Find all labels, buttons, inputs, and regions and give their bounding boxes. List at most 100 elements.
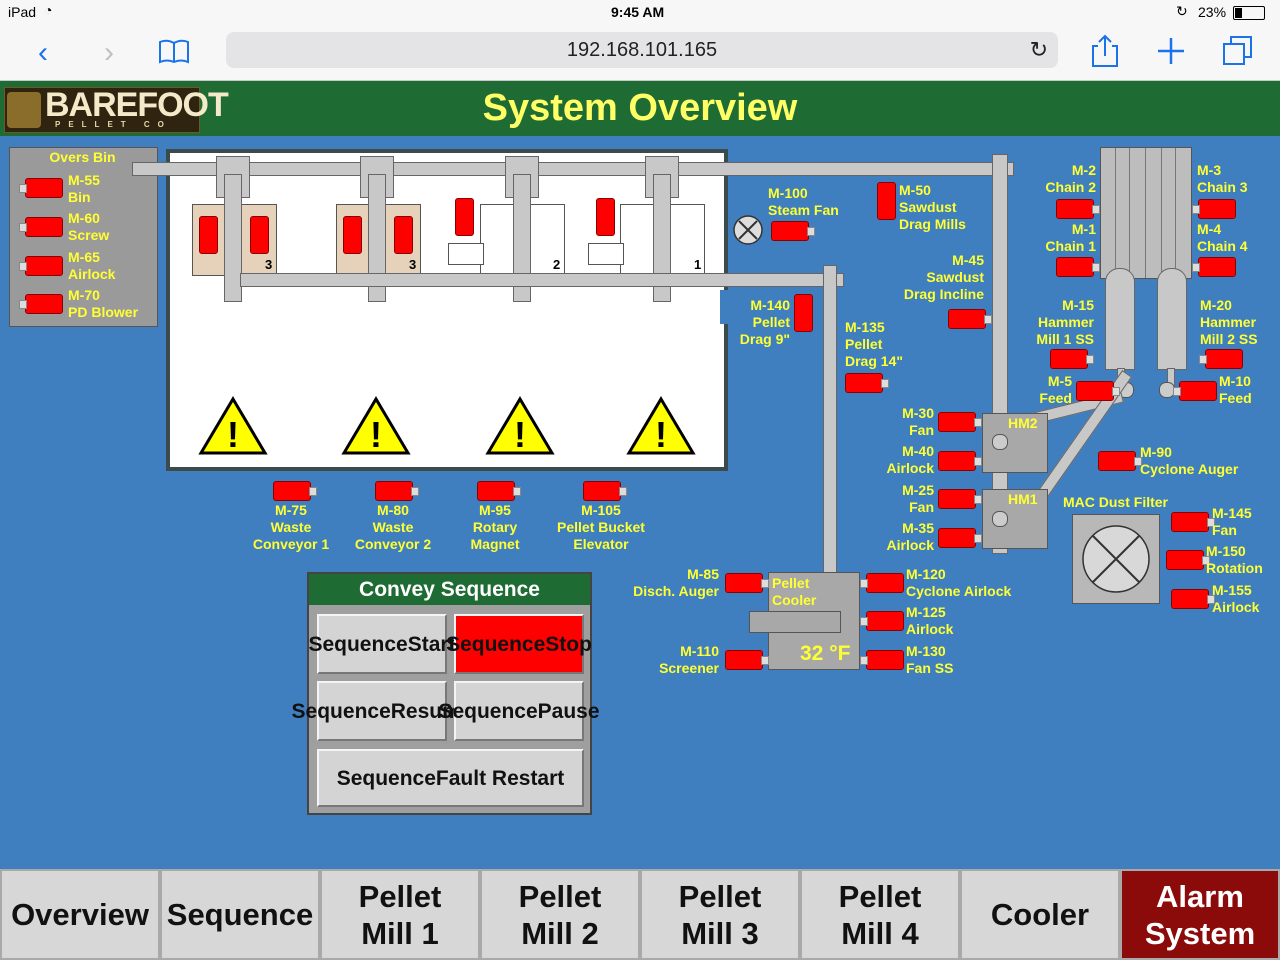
- motor-m50[interactable]: [877, 182, 896, 220]
- motor-m125[interactable]: [860, 611, 904, 631]
- hammer-mill-chains: [1100, 147, 1192, 279]
- motor-m120[interactable]: [860, 573, 904, 593]
- motor-m100[interactable]: [771, 221, 815, 241]
- page-title: System Overview: [482, 87, 798, 129]
- motor-m3[interactable]: [1192, 199, 1236, 219]
- url-text: 192.168.101.165: [566, 39, 718, 61]
- motor-m155[interactable]: [1171, 589, 1215, 609]
- motor-m150[interactable]: [1166, 550, 1210, 570]
- mac-dust-filter-label: MAC Dust Filter: [1063, 494, 1168, 510]
- motor-m65[interactable]: [19, 256, 63, 276]
- pellet-drag-pipe: [240, 273, 844, 287]
- tab-overview[interactable]: Overview: [0, 869, 160, 960]
- motor-m75[interactable]: [273, 481, 317, 501]
- motor-m10[interactable]: [1173, 381, 1217, 401]
- motor-m5[interactable]: [1076, 381, 1120, 401]
- mill-number: 2: [553, 257, 561, 272]
- reload-icon[interactable]: ↻: [1029, 37, 1048, 62]
- motor-m135[interactable]: [845, 373, 889, 393]
- wifi-icon: ◔: [44, 2, 53, 18]
- convey-sequence-title: Convey Sequence: [309, 574, 590, 605]
- bookmarks-icon[interactable]: [158, 38, 190, 64]
- svg-text:!: !: [370, 414, 382, 455]
- tab-sequence[interactable]: Sequence: [160, 869, 320, 960]
- motor-m15[interactable]: [1050, 349, 1094, 369]
- motor-m105[interactable]: [583, 481, 627, 501]
- mill-motor[interactable]: [455, 198, 474, 236]
- motor-m4[interactable]: [1192, 257, 1236, 277]
- device-name: iPad: [8, 4, 37, 20]
- forward-icon[interactable]: ›: [104, 36, 114, 69]
- back-icon[interactable]: ‹: [38, 36, 48, 69]
- motor-m1[interactable]: [1056, 257, 1100, 277]
- mill-motor[interactable]: [394, 216, 413, 254]
- tab-cooler[interactable]: Cooler: [960, 869, 1120, 960]
- tabs-icon[interactable]: [1222, 34, 1254, 66]
- motor-m145[interactable]: [1171, 512, 1215, 532]
- battery-icon: [1233, 6, 1265, 20]
- motor-m140[interactable]: [794, 294, 813, 332]
- motor-m70[interactable]: [19, 294, 63, 314]
- svg-text:!: !: [655, 414, 667, 455]
- sawdust-drag-pipe: [132, 162, 1014, 176]
- motor-m40[interactable]: [938, 451, 982, 471]
- mill-motor[interactable]: [596, 198, 615, 236]
- share-icon[interactable]: [1090, 34, 1120, 68]
- motor-m55[interactable]: [19, 178, 63, 198]
- mill-motor[interactable]: [199, 216, 218, 254]
- address-bar[interactable]: 192.168.101.165 ↻: [226, 32, 1058, 68]
- motor-m20[interactable]: [1199, 349, 1243, 369]
- motor-m90[interactable]: [1098, 451, 1142, 471]
- motor-m95[interactable]: [477, 481, 521, 501]
- new-tab-icon[interactable]: [1156, 36, 1186, 66]
- motor-m110[interactable]: [725, 650, 769, 670]
- motor-m45[interactable]: [948, 309, 992, 329]
- motor-m130[interactable]: [860, 650, 904, 670]
- hm2-label: HM2: [1008, 415, 1038, 431]
- mill-number: 3: [265, 257, 273, 272]
- rotation-lock-icon: ↻: [1176, 3, 1188, 19]
- mill-motor[interactable]: [343, 216, 362, 254]
- cooler-temperature: 32 °F: [800, 642, 851, 665]
- motor-m30[interactable]: [938, 412, 982, 432]
- motor-m80[interactable]: [375, 481, 419, 501]
- motor-m60[interactable]: [19, 217, 63, 237]
- mac-dust-filter[interactable]: [1072, 514, 1160, 604]
- motor-m85[interactable]: [725, 573, 769, 593]
- mill-number: 1: [694, 257, 702, 272]
- warning-icon: !: [341, 395, 411, 462]
- motor-m35[interactable]: [938, 528, 982, 548]
- mill-motor[interactable]: [250, 216, 269, 254]
- motor-m2[interactable]: [1056, 199, 1100, 219]
- motor-m25[interactable]: [938, 489, 982, 509]
- svg-text:!: !: [514, 414, 526, 455]
- warning-icon: !: [485, 395, 555, 462]
